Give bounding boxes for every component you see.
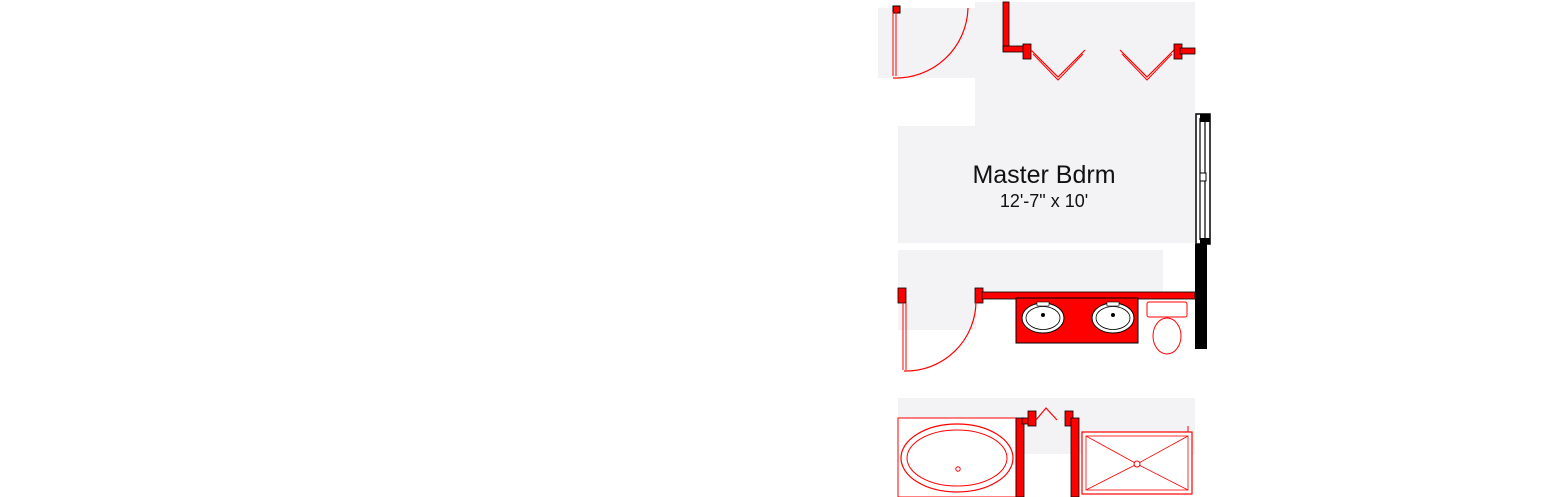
door-bath	[897, 287, 977, 372]
lower-walls	[1015, 407, 1080, 497]
wall-jamb	[1022, 43, 1032, 60]
bathtub	[897, 417, 1017, 497]
door-jamb	[1027, 410, 1037, 427]
shower-slope	[1136, 435, 1189, 465]
bifold-door	[1032, 53, 1084, 81]
toilet	[1146, 301, 1188, 355]
wall-segment	[1179, 47, 1196, 55]
wall-segment	[1002, 45, 1026, 53]
shower-slope	[1085, 435, 1138, 465]
floor-hall-top-left	[878, 8, 975, 78]
toilet-tank	[1146, 301, 1188, 318]
floor-master-main	[898, 126, 1138, 243]
door-jamb	[897, 287, 907, 304]
window-end	[1200, 238, 1210, 244]
door-swing-arc	[903, 300, 977, 372]
sink-right	[1091, 301, 1135, 334]
window-end	[1200, 114, 1210, 122]
door-swing-arc	[892, 7, 969, 79]
wall-segment	[1015, 417, 1025, 497]
top-wall-closet	[1002, 1, 1196, 81]
shower	[1081, 426, 1193, 495]
bifold-door	[1035, 407, 1058, 421]
double-vanity	[1015, 297, 1139, 344]
window-latch	[1199, 172, 1207, 182]
door-top-left	[892, 5, 969, 79]
bifold-door	[1119, 49, 1175, 78]
shower-slope	[1085, 463, 1138, 491]
shower-pan-inner	[1085, 435, 1189, 491]
tub-basin-inner	[906, 429, 1008, 487]
room-name-label: Master Bdrm	[972, 161, 1115, 189]
floor-master-right	[1138, 160, 1195, 243]
wall-segment	[1002, 1, 1010, 51]
room-dimensions-label: 12'-7" x 10'	[1000, 191, 1088, 211]
bifold-door	[1030, 49, 1086, 78]
shower-drain	[1133, 460, 1141, 468]
wall-segment	[1070, 417, 1080, 497]
toilet-bowl	[1152, 317, 1182, 355]
door-jamb	[892, 5, 901, 14]
shower-slope	[1136, 463, 1189, 491]
floor-areas	[878, 2, 1195, 454]
sink-left	[1021, 301, 1065, 334]
floor-bath-left	[898, 298, 976, 330]
floor-closet-area	[898, 250, 1163, 298]
right-exterior-wall	[1195, 113, 1211, 349]
exterior-wall-segment	[1195, 244, 1207, 349]
bifold-door	[1121, 53, 1173, 81]
tub-drain	[955, 466, 961, 472]
